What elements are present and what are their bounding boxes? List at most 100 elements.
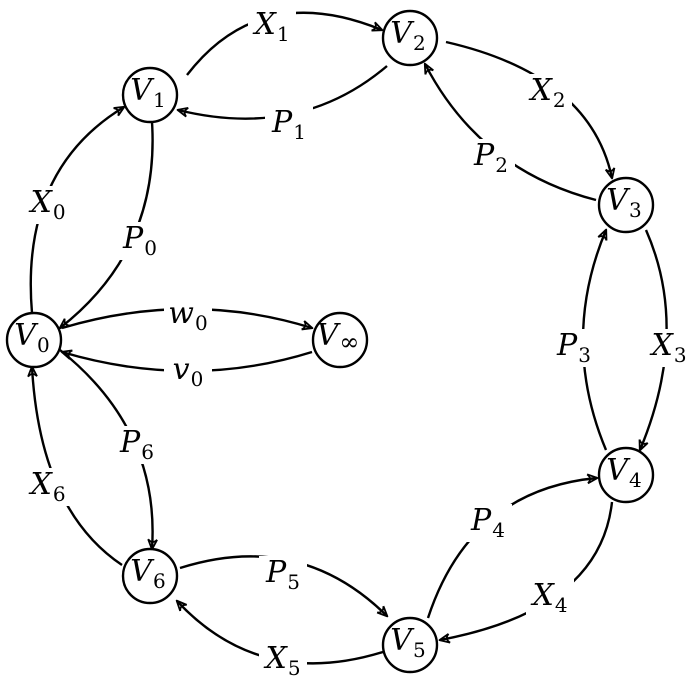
node-v4: V4 [597, 446, 655, 504]
edge-label-backdrop [113, 426, 161, 464]
edge-label-p5-subscript: 5 [287, 570, 300, 594]
edge-label-p2-base: P [473, 138, 495, 173]
edge-v6-to-v0 [27, 365, 123, 566]
edge-label-backdrop [164, 353, 212, 391]
node-circle [311, 311, 369, 369]
node-circle [597, 176, 655, 234]
node-label-v5-base: V [390, 623, 415, 658]
edge-label-p6-subscript: 6 [141, 440, 154, 464]
edge-label-backdrop [550, 329, 598, 367]
edge-label-p2: P2 [473, 138, 508, 177]
edge-label-v0-base: v [173, 352, 190, 387]
node-v2: V2 [381, 9, 439, 67]
edge-label-p1: P1 [271, 105, 306, 144]
node-circle [121, 66, 179, 124]
edge-label-x6: X6 [28, 467, 65, 506]
edge-label-p5: P5 [265, 555, 300, 594]
edge-label-backdrop [526, 579, 574, 617]
node-label-v4-base: V [606, 453, 631, 488]
edge-label-x0-base: X [28, 185, 53, 220]
edge-label-x4-base: X [530, 578, 555, 613]
edge-label-backdrop [265, 106, 313, 144]
edge-label-p4: P4 [470, 503, 505, 542]
node-label-v3-base: V [606, 183, 631, 218]
node-label-v3: V3 [606, 183, 641, 222]
edge-label-p3: P3 [556, 328, 591, 367]
node-circle [121, 547, 179, 605]
node-label-v3-subscript: 3 [629, 198, 642, 222]
node-label-v0-base: V [14, 318, 39, 353]
node-label-v4: V4 [606, 453, 641, 492]
edge-label-v0-subscript: 0 [191, 367, 204, 391]
edge-label-backdrop [164, 297, 212, 335]
edge-label-backdrop [248, 8, 296, 46]
edge-label-p0-base: P [122, 221, 144, 256]
edge-label-x2-base: X [528, 73, 553, 108]
edge-label-w0: w0 [168, 296, 207, 335]
node-circle [381, 616, 439, 674]
edge-label-x3-subscript: 3 [674, 343, 687, 367]
edge-label-x5: X5 [263, 641, 300, 680]
edge-label-x6-subscript: 6 [53, 482, 66, 506]
edge-label-x2-subscript: 2 [553, 88, 566, 112]
edge-label-x6-base: X [28, 467, 53, 502]
node-v5: V5 [381, 616, 439, 674]
edge-label-x2: X2 [528, 73, 565, 112]
edge-label-x1: X1 [252, 7, 289, 46]
edge-label-backdrop [467, 139, 515, 177]
edge-label-x3-base: X [649, 328, 674, 363]
edge-label-p0: P0 [122, 221, 157, 260]
node-label-v6: V6 [130, 554, 165, 593]
node-label-v5-subscript: 5 [413, 638, 426, 662]
edge-label-p1-subscript: 1 [293, 120, 306, 144]
node-circle [5, 311, 63, 369]
edge-label-backdrop [645, 329, 692, 367]
node-label-v5: V5 [390, 623, 425, 662]
edge-label-p6: P6 [119, 425, 154, 464]
edge-label-x3: X3 [649, 328, 686, 367]
edge-label-p3-base: P [556, 328, 578, 363]
edge-label-backdrop [524, 74, 572, 112]
edge-label-x5-subscript: 5 [288, 656, 301, 680]
edge-label-p1-base: P [271, 105, 293, 140]
edge-label-x1-subscript: 1 [277, 22, 290, 46]
node-v3: V3 [597, 176, 655, 234]
edge-label-p2-subscript: 2 [495, 153, 508, 177]
node-label-v2-subscript: 2 [413, 31, 426, 55]
edge-label-p4-subscript: 4 [492, 518, 505, 542]
node-circle [381, 9, 439, 67]
node-label-v0-subscript: 0 [37, 333, 50, 357]
node-vinf: V∞ [311, 311, 369, 369]
edge-label-x0: X0 [28, 185, 65, 224]
edge-label-backdrop [24, 186, 72, 224]
node-label-v4-subscript: 4 [629, 468, 642, 492]
node-label-v1-base: V [130, 73, 155, 108]
edge-label-x4: X4 [530, 578, 567, 617]
edge-label-w0-base: w [168, 296, 194, 331]
node-label-v6-base: V [130, 554, 155, 589]
node-v0: V0 [5, 311, 63, 369]
edge-label-backdrop [259, 642, 307, 680]
edge-label-backdrop [116, 222, 164, 260]
edge-label-p0-subscript: 0 [144, 236, 157, 260]
node-v6: V6 [121, 547, 179, 605]
node-v1: V1 [121, 66, 179, 124]
edge-label-p4-base: P [470, 503, 492, 538]
node-label-vinf-subscript: ∞ [339, 328, 359, 356]
edge-label-w0-subscript: 0 [195, 311, 208, 335]
node-label-v2: V2 [390, 16, 425, 55]
node-label-v2-base: V [390, 16, 415, 51]
edge-label-p3-subscript: 3 [578, 343, 591, 367]
node-label-vinf-base: V [317, 318, 342, 353]
node-label-vinf: V∞ [317, 318, 360, 356]
edge-label-x4-subscript: 4 [555, 593, 568, 617]
edge-label-x5-base: X [263, 641, 288, 676]
edge-label-p5-base: P [265, 555, 287, 590]
edge-label-backdrop [259, 556, 307, 594]
node-circle [597, 446, 655, 504]
edge-label-x0-subscript: 0 [53, 200, 66, 224]
edge-label-v0: v0 [173, 352, 204, 391]
